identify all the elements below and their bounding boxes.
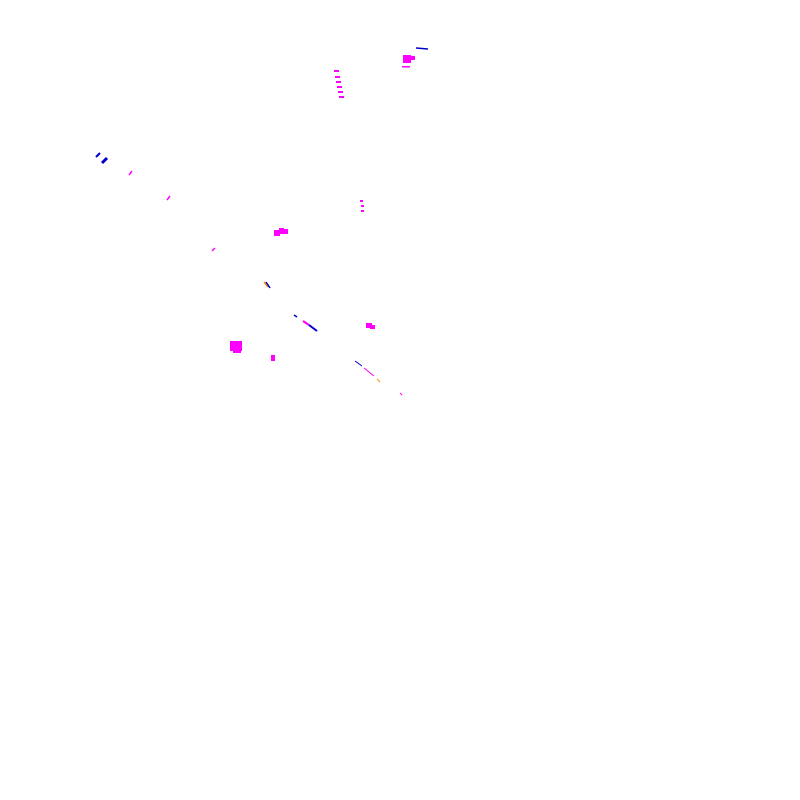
building-footprint	[274, 230, 280, 236]
building-cluster-top-right	[402, 55, 415, 68]
dash-marker	[361, 205, 364, 207]
road-segment	[363, 367, 375, 377]
building-cluster-right	[366, 323, 375, 329]
building-footprint	[409, 56, 415, 60]
road-segment	[95, 152, 101, 158]
building-footprint	[283, 229, 288, 234]
building-footprint	[233, 349, 241, 353]
dash-marker	[338, 91, 343, 93]
road-segment	[100, 156, 109, 165]
road-segment	[302, 320, 310, 326]
building-footprint	[403, 55, 411, 63]
dash-marker	[360, 200, 363, 202]
road-segment	[265, 281, 271, 289]
road-segment	[415, 47, 429, 50]
dash-marker	[339, 96, 344, 98]
building-footprint	[370, 325, 375, 329]
building-cluster-left	[230, 341, 242, 353]
dash-marker	[336, 81, 341, 83]
building-footprint	[230, 341, 242, 351]
dash-marker	[361, 210, 364, 212]
dash-column-mid	[360, 200, 364, 212]
road-segment	[399, 392, 403, 396]
dash-marker	[337, 86, 342, 88]
dash-marker	[334, 70, 339, 72]
dash-marker	[335, 76, 340, 78]
building-cluster-center	[274, 228, 288, 236]
building-footprint	[366, 323, 372, 328]
building-footprint	[271, 355, 275, 361]
road-segment	[308, 324, 318, 332]
road-segment	[263, 281, 269, 288]
road-segment	[211, 247, 216, 252]
road-segment	[293, 314, 298, 318]
dash-column-upper	[334, 70, 344, 98]
road-segment	[166, 195, 171, 201]
road-segment	[376, 378, 381, 383]
road-segment	[128, 170, 133, 176]
dash-marker	[402, 66, 410, 68]
road-segment	[354, 360, 363, 367]
building-footprint	[279, 228, 284, 234]
